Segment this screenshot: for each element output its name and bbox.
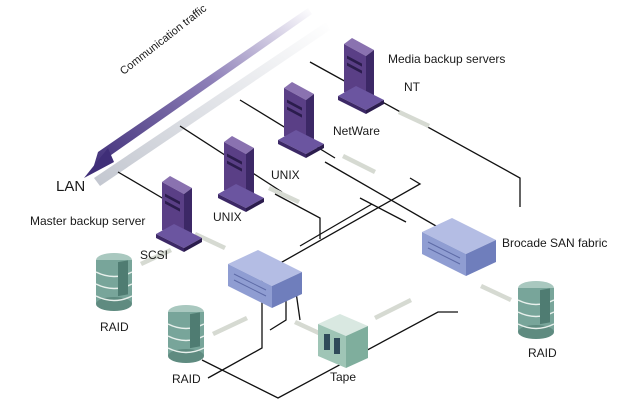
- unix-label-2: UNIX: [213, 210, 242, 224]
- raid-left-bottom-icon: [167, 304, 205, 364]
- unix-label-1: UNIX: [271, 168, 300, 182]
- netware-server-icon: [278, 82, 324, 158]
- nt-server-icon: [338, 38, 384, 114]
- lan-label: LAN: [56, 178, 86, 195]
- raid-left-top-icon: [95, 252, 133, 312]
- brocade-san-fabric-label: Brocade SAN fabric: [502, 236, 608, 250]
- nt-label: NT: [404, 80, 420, 94]
- tape-library-icon: [318, 314, 368, 368]
- master-backup-server-icon: [156, 176, 202, 252]
- master-backup-server-label: Master backup server: [30, 214, 146, 228]
- tape-label: Tape: [330, 370, 357, 384]
- communication-traffic-arrow: [92, 8, 312, 172]
- lan-arrow-head: [84, 148, 114, 178]
- unix-server-icon-1: [218, 136, 264, 212]
- raid-left-top-label: RAID: [100, 320, 129, 334]
- media-backup-servers-label: Media backup servers: [388, 52, 506, 66]
- lan-grey-band: [94, 22, 330, 186]
- fc-switch-left-icon: [227, 249, 303, 309]
- raid-right-label: RAID: [528, 346, 557, 360]
- brocade-san-fabric-switch-icon: [421, 217, 497, 277]
- data-flow-arrows: [140, 110, 512, 336]
- netware-label: NetWare: [333, 124, 380, 138]
- scsi-label: SCSI: [140, 248, 169, 262]
- raid-left-bottom-label: RAID: [172, 372, 201, 386]
- raid-right-icon: [517, 280, 555, 340]
